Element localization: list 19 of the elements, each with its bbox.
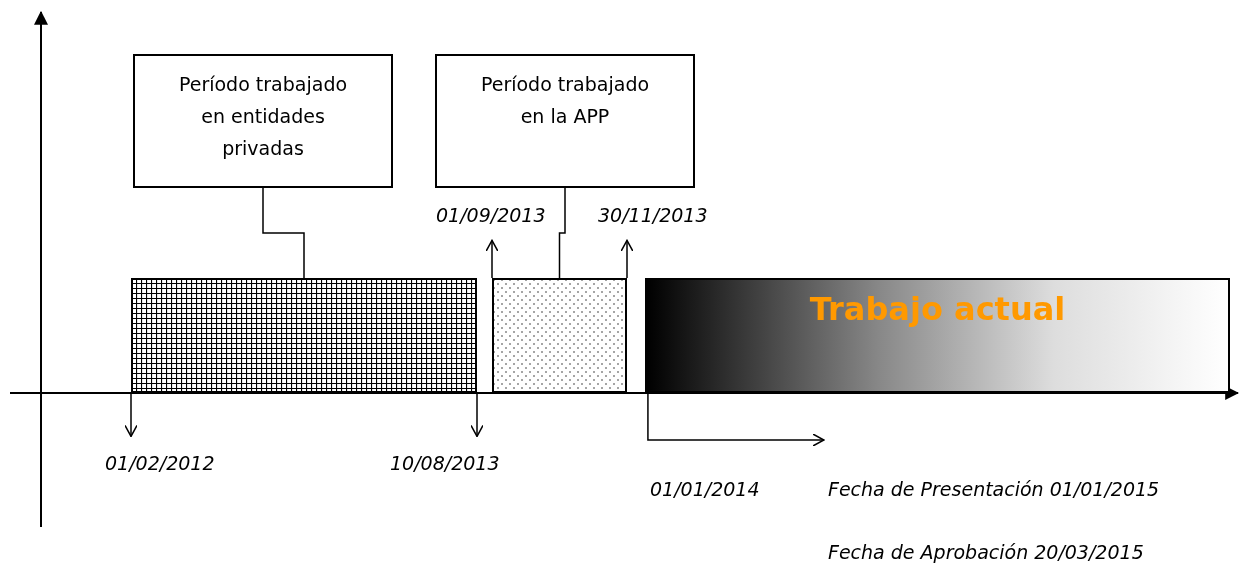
date-note: Fecha de Aprobación 20/03/2015 xyxy=(828,541,1144,563)
arrow xyxy=(647,392,825,447)
arrow xyxy=(620,239,634,279)
date-label: 10/08/2013 xyxy=(390,452,500,478)
date-label: 01/09/2013 xyxy=(436,204,546,230)
arrow xyxy=(470,392,484,438)
arrow xyxy=(485,239,499,279)
period-box: Período trabajado en la APP xyxy=(435,54,695,188)
date-label: 30/11/2013 xyxy=(598,204,708,230)
connector-line xyxy=(262,187,305,279)
dotted-period-bar xyxy=(492,278,627,393)
hatched-period-bar xyxy=(131,278,477,393)
arrow xyxy=(124,392,138,438)
current-work-bar: Trabajo actual xyxy=(645,278,1230,393)
date-label: 01/02/2012 xyxy=(105,452,215,478)
period-box: Período trabajado en entidades privadas xyxy=(133,54,393,188)
connector-line xyxy=(558,187,566,279)
date-note: Fecha de Presentación 01/01/2015 xyxy=(828,478,1160,500)
date-label: 01/01/2014 xyxy=(650,478,760,500)
